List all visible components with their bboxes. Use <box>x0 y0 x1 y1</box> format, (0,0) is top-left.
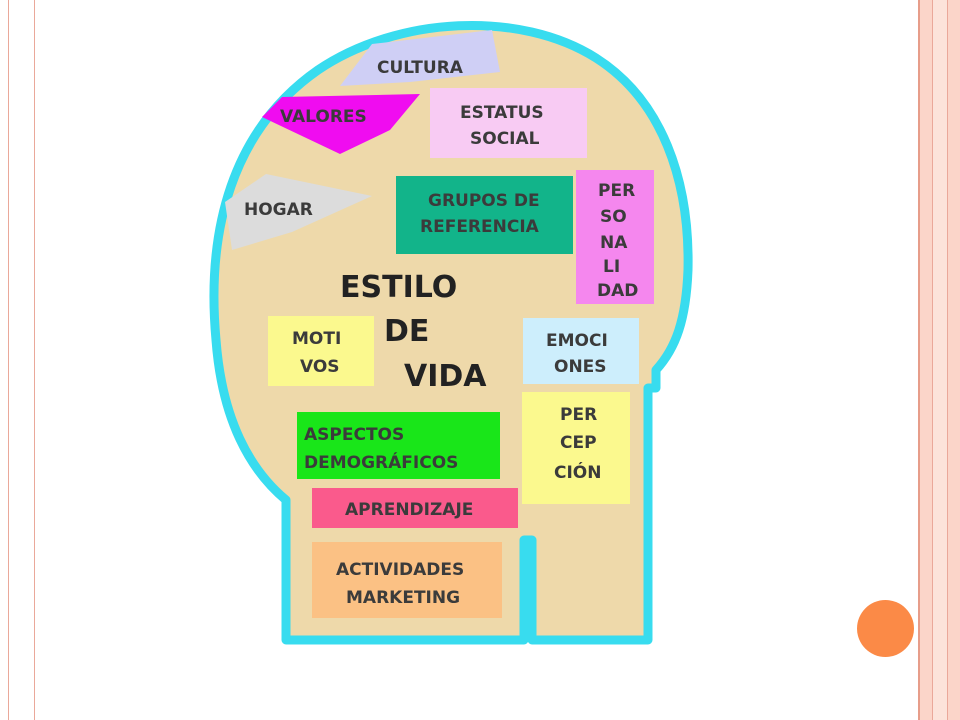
aspectos-label-1: ASPECTOS <box>304 425 404 445</box>
personalidad-label-2: SO <box>600 207 627 227</box>
actividades-label-2: MARKETING <box>346 588 460 608</box>
actividades-label-1: ACTIVIDADES <box>336 560 464 580</box>
aspectos-demograficos-box <box>297 412 500 479</box>
estilo-title: ESTILO <box>340 270 457 305</box>
estatus-label-1: ESTATUS <box>460 103 544 123</box>
personalidad-label-5: DAD <box>597 281 638 301</box>
personalidad-label-1: PER <box>598 181 635 201</box>
estatus-social-box <box>430 88 587 158</box>
cultura-shape <box>340 30 500 86</box>
motivos-box <box>268 316 374 386</box>
hogar-label: HOGAR <box>244 200 313 220</box>
percepcion-label-2: CEP <box>560 433 597 453</box>
slide-right-border <box>918 0 960 720</box>
percepcion-label-3: CIÓN <box>554 461 601 483</box>
slide-left-border <box>0 0 35 720</box>
aspectos-label-2: DEMOGRÁFICOS <box>304 451 458 473</box>
estatus-label-2: SOCIAL <box>470 129 540 149</box>
valores-label: VALORES <box>280 107 367 127</box>
grupos-label-1: GRUPOS DE <box>428 191 540 211</box>
de-title: DE <box>384 314 429 349</box>
cultura-label: CULTURA <box>377 58 464 78</box>
aprendizaje-box <box>312 488 518 528</box>
percepcion-label-1: PER <box>560 405 597 425</box>
emociones-label-1: EMOCI <box>546 331 608 351</box>
vida-title: VIDA <box>404 359 487 394</box>
percepcion-box <box>522 392 630 504</box>
personalidad-label-3: NA <box>600 233 628 253</box>
grupos-referencia-box <box>396 176 573 254</box>
grupos-label-2: REFERENCIA <box>420 217 540 237</box>
motivos-label-2: VOS <box>300 357 340 377</box>
personalidad-box <box>576 170 654 304</box>
personalidad-label-4: LI <box>603 257 620 277</box>
actividades-marketing-box <box>312 542 502 618</box>
aprendizaje-label: APRENDIZAJE <box>345 500 473 520</box>
emociones-box <box>523 318 639 384</box>
motivos-label-1: MOTI <box>292 329 341 349</box>
valores-shape <box>262 94 420 154</box>
emociones-label-2: ONES <box>554 357 607 377</box>
orange-circle-decoration <box>857 600 914 657</box>
hogar-shape <box>225 174 372 250</box>
